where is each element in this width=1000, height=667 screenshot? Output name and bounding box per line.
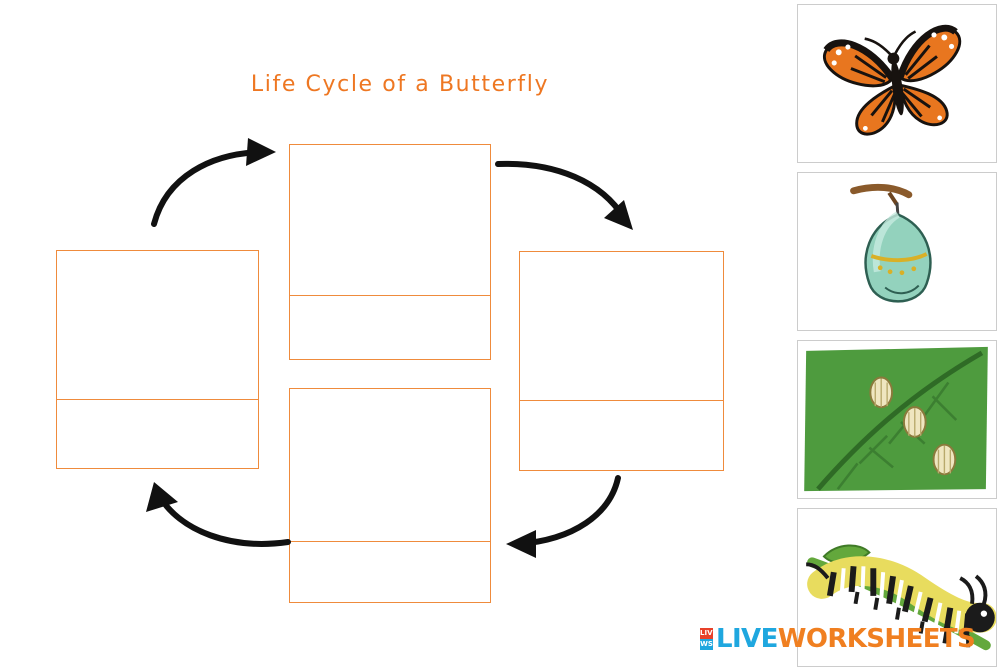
- answer-box-left[interactable]: [56, 250, 259, 469]
- page-title: Life Cycle of a Butterfly: [250, 72, 550, 97]
- answer-box-right[interactable]: [519, 251, 724, 471]
- caterpillar-icon: [806, 544, 996, 651]
- chrysalis-icon: [850, 183, 932, 303]
- picture-card-eggs[interactable]: [797, 340, 997, 499]
- logo-wordmark: LIVEWORKSHEETS: [716, 624, 976, 654]
- logo-word-worksheets: WORKSHEETS: [777, 624, 976, 654]
- liveworksheets-logo[interactable]: LIVE WS LIVEWORKSHEETS: [700, 622, 995, 656]
- logo-word-live: LIVE: [716, 624, 778, 654]
- answer-box-divider: [520, 400, 723, 401]
- answer-box-divider: [290, 295, 490, 296]
- arrow-bottom-to-left-icon: [146, 482, 291, 547]
- picture-card-caterpillar[interactable]: [797, 508, 997, 667]
- logo-badge-top: LIVE: [700, 628, 718, 639]
- logo-badge-icon: LIVE WS: [700, 628, 718, 650]
- answer-box-divider: [290, 541, 490, 542]
- picture-card-butterfly[interactable]: [797, 4, 997, 163]
- eggs-on-leaf-icon: [798, 341, 996, 498]
- answer-box-bottom[interactable]: [289, 388, 491, 603]
- picture-card-chrysalis[interactable]: [797, 172, 997, 331]
- arrow-left-to-top-icon: [151, 138, 276, 227]
- arrow-right-to-bottom-icon: [506, 475, 621, 558]
- butterfly-icon: [823, 24, 962, 136]
- logo-badge-bottom: WS: [700, 639, 713, 650]
- arrow-top-to-right-icon: [495, 160, 633, 230]
- answer-box-divider: [57, 399, 258, 400]
- answer-box-top[interactable]: [289, 144, 491, 360]
